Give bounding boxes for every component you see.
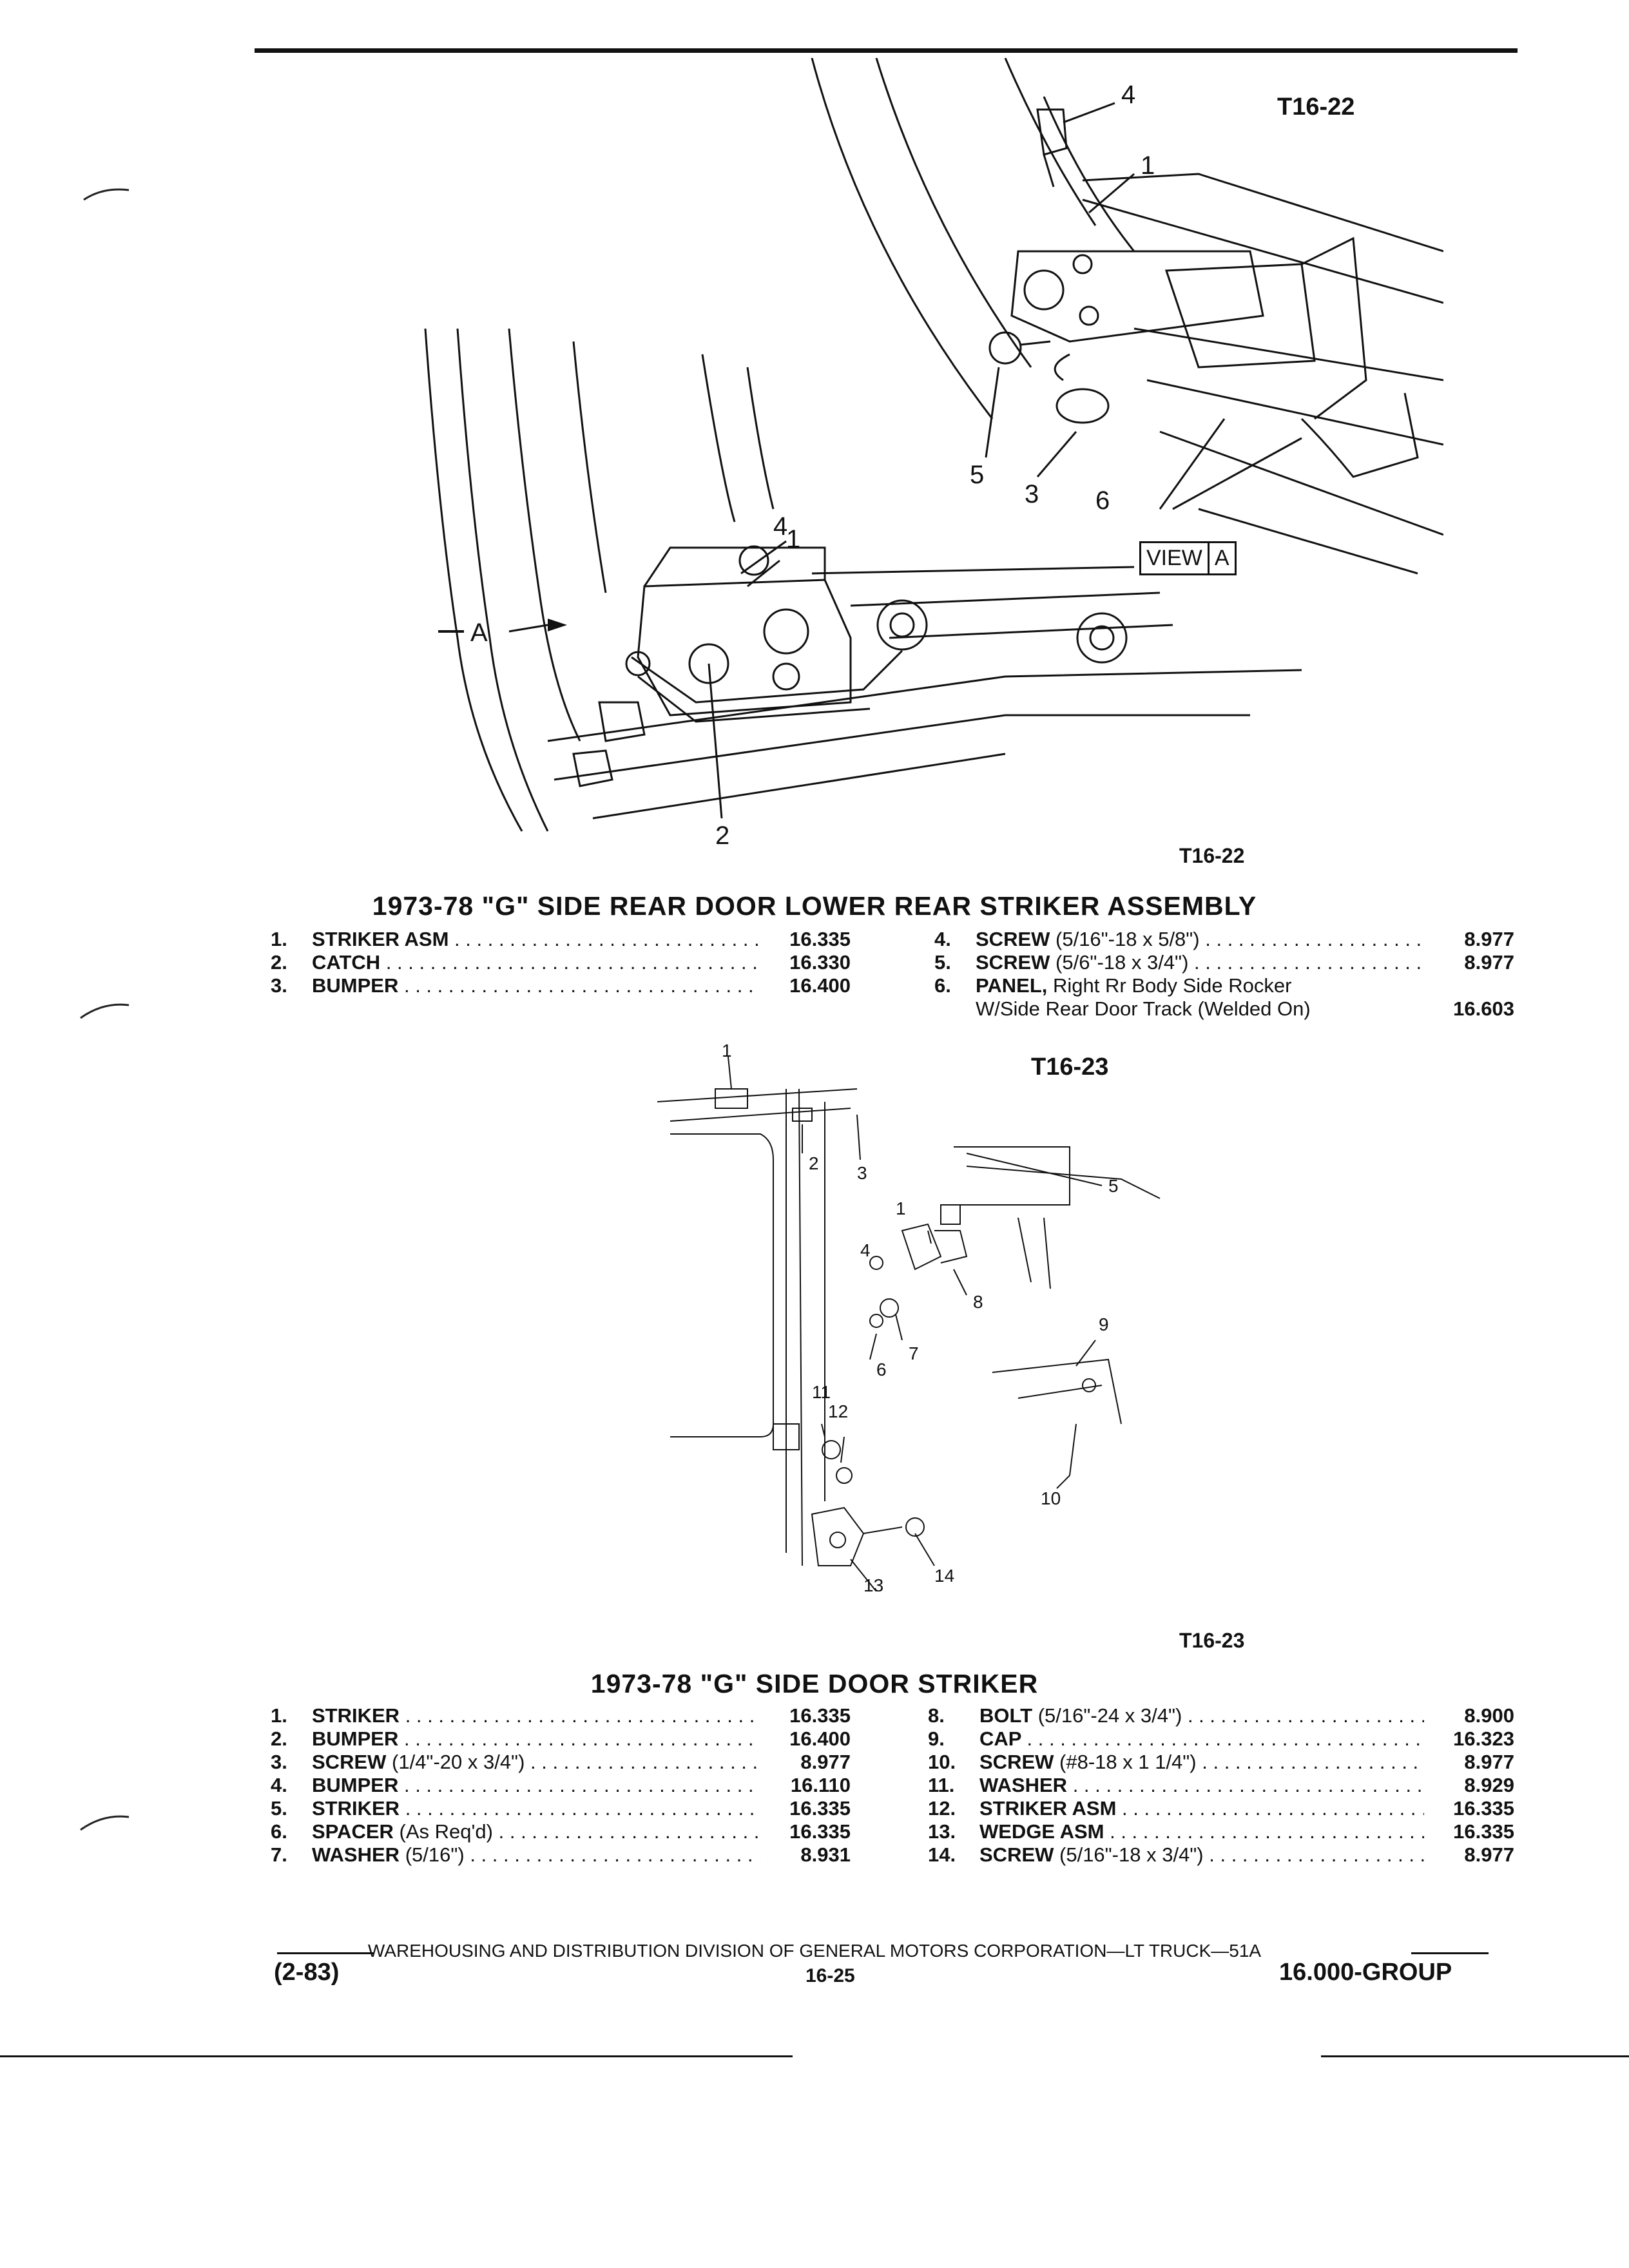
arrow-letter-a: A	[470, 619, 488, 647]
list-item: 10.SCREW (#8-18 x 1 1/4")8.977	[928, 1751, 1514, 1774]
callout-10: 10	[1041, 1488, 1061, 1508]
callout-13: 13	[863, 1575, 883, 1591]
list-item: 14.SCREW (5/16"-18 x 3/4")8.977	[928, 1843, 1514, 1867]
list-item: 6.SPACER (As Req'd)16.335	[271, 1820, 851, 1843]
callout-4-top: 4	[1121, 81, 1135, 109]
view-letter: A	[1214, 546, 1229, 570]
figure-caption-t16-23: T16-23	[1179, 1629, 1245, 1652]
callout-4: 4	[860, 1240, 871, 1260]
list-item: 7.WASHER (5/16")8.931	[271, 1843, 851, 1867]
parts-list-section1-right: 4.SCREW (5/16"-18 x 5/8")8.977 5.SCREW (…	[934, 928, 1514, 1021]
list-item: 5.STRIKER 16.335	[271, 1797, 851, 1820]
callout-1-mid: 1	[896, 1198, 906, 1218]
list-item: 2.BUMPER 16.400	[271, 1727, 851, 1751]
view-a-box: VIEW A	[1139, 541, 1237, 575]
figure-t16-23-illustration: 1 2 3 1 4 5 8 7 6 9 11 12 10 13 14	[657, 1041, 1161, 1591]
section-title-side-door-striker: 1973-78 "G" SIDE DOOR STRIKER	[590, 1669, 1039, 1698]
figure-label-t16-22-top: T16-22	[1277, 93, 1355, 120]
callout-6: 6	[876, 1360, 887, 1379]
list-item: 13.WEDGE ASM 16.335	[928, 1820, 1514, 1843]
callout-2: 2	[715, 822, 729, 850]
list-item: 11.WASHER 8.929	[928, 1774, 1514, 1797]
figure-caption-t16-22: T16-22	[1179, 844, 1245, 867]
view-label: VIEW	[1141, 543, 1210, 573]
list-item: 3.BUMPER 16.400	[271, 974, 851, 997]
list-item: 12.STRIKER ASM 16.335	[928, 1797, 1514, 1820]
callout-3: 3	[1025, 480, 1039, 508]
callout-1-top: 1	[1141, 151, 1155, 180]
footer-date: (2-83)	[274, 1959, 340, 1986]
callout-4-lower: 4	[773, 512, 787, 541]
footer-rule-right	[1411, 1952, 1489, 1954]
top-rule	[255, 48, 1518, 53]
bottom-edge-left	[0, 2055, 793, 2057]
callout-11: 11	[812, 1382, 831, 1402]
list-item: 4.BUMPER 16.110	[271, 1774, 851, 1797]
list-item-continuation: W/Side Rear Door Track (Welded On)16.603	[976, 997, 1514, 1020]
callout-7: 7	[909, 1343, 919, 1363]
list-item: 5.SCREW (5/6"-18 x 3/4")8.977	[934, 951, 1514, 974]
callout-1-lower: 1	[786, 525, 800, 553]
parts-list-section1-left: 1.STRIKER ASM 16.335 2.CATCH 16.330 3.BU…	[271, 928, 851, 997]
bottom-edge-right	[1321, 2055, 1629, 2057]
figure-label-t16-23-top: T16-23	[1031, 1053, 1109, 1081]
list-item: 1.STRIKER 16.335	[271, 1704, 851, 1727]
figure-t16-22-illustration: 4 1 5 3 6 4 1 2 A	[424, 58, 1443, 850]
callout-12: 12	[828, 1401, 848, 1421]
callout-3: 3	[857, 1163, 867, 1183]
callout-1-top: 1	[722, 1041, 732, 1061]
footer-page-number: 16-25	[805, 1965, 855, 1986]
parts-list-section2-right: 8.BOLT (5/16"-24 x 3/4")8.900 9.CAP 16.3…	[928, 1704, 1514, 1867]
list-item: 4.SCREW (5/16"-18 x 5/8")8.977	[934, 928, 1514, 951]
parts-list-section2-left: 1.STRIKER 16.335 2.BUMPER 16.400 3.SCREW…	[271, 1704, 851, 1867]
callout-14: 14	[934, 1566, 954, 1586]
callout-5: 5	[970, 461, 984, 489]
list-item: 3.SCREW (1/4"-20 x 3/4")8.977	[271, 1751, 851, 1774]
section-title-lower-rear-striker: 1973-78 "G" SIDE REAR DOOR LOWER REAR ST…	[372, 891, 1257, 921]
list-item: 9.CAP 16.323	[928, 1727, 1514, 1751]
list-item: 6.PANEL, Right Rr Body Side Rocker	[934, 974, 1292, 997]
list-item: 2.CATCH 16.330	[271, 951, 851, 974]
footer-rule-left	[277, 1952, 374, 1954]
footer-group: 16.000-GROUP	[1279, 1959, 1452, 1986]
callout-6: 6	[1095, 486, 1110, 515]
callout-5: 5	[1108, 1176, 1119, 1196]
list-item: 8.BOLT (5/16"-24 x 3/4")8.900	[928, 1704, 1514, 1727]
callout-2: 2	[809, 1153, 819, 1173]
margin-marks	[80, 188, 130, 1831]
callout-9: 9	[1099, 1314, 1109, 1334]
footer-division-line: WAREHOUSING AND DISTRIBUTION DIVISION OF…	[367, 1941, 1262, 1961]
callout-8: 8	[973, 1292, 983, 1312]
list-item: 1.STRIKER ASM 16.335	[271, 928, 851, 951]
